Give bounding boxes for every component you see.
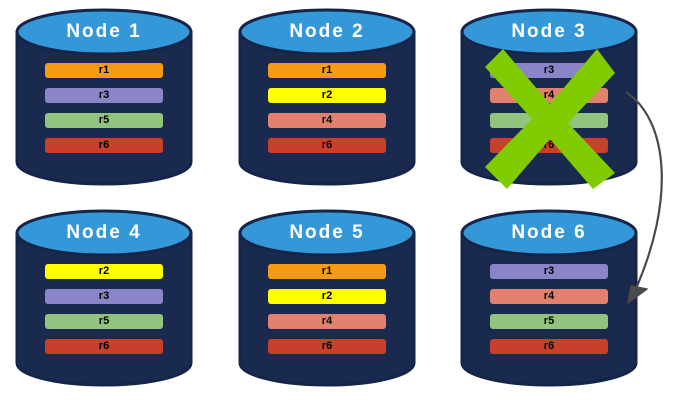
- replica-list: r3 r4 r5 r6: [490, 264, 608, 354]
- replica-list: r1 r3 r5 r6: [45, 63, 163, 153]
- replica-row[interactable]: r5: [490, 113, 608, 128]
- replica-list: r3 r4 r5 r6: [490, 63, 608, 153]
- replica-row[interactable]: r6: [45, 339, 163, 354]
- replica-row[interactable]: r4: [490, 289, 608, 304]
- replica-list: r1 r2 r4 r6: [268, 264, 386, 354]
- replica-row[interactable]: r2: [268, 88, 386, 103]
- node-cylinder-4[interactable]: Node 4 r2 r3 r5 r6: [15, 208, 193, 388]
- replica-row[interactable]: r6: [490, 339, 608, 354]
- node-cylinder-6[interactable]: Node 6 r3 r4 r5 r6: [460, 208, 638, 388]
- replica-row[interactable]: r5: [45, 113, 163, 128]
- replica-row[interactable]: r5: [45, 314, 163, 329]
- replica-row[interactable]: r6: [268, 339, 386, 354]
- replica-row[interactable]: r6: [45, 138, 163, 153]
- replica-row[interactable]: r1: [268, 264, 386, 279]
- node-cylinder-1[interactable]: Node 1 r1 r3 r5 r6: [15, 7, 193, 187]
- replica-row[interactable]: r2: [268, 289, 386, 304]
- replica-row[interactable]: r4: [268, 314, 386, 329]
- replica-row[interactable]: r1: [268, 63, 386, 78]
- replica-row[interactable]: r3: [490, 63, 608, 78]
- replica-row[interactable]: r3: [45, 88, 163, 103]
- replica-row[interactable]: r2: [45, 264, 163, 279]
- node-cylinder-3[interactable]: Node 3 r3 r4 r5 r6: [460, 7, 638, 189]
- replica-row[interactable]: r4: [268, 113, 386, 128]
- replica-row[interactable]: r6: [490, 138, 608, 153]
- replica-list: r1 r2 r4 r6: [268, 63, 386, 153]
- replica-row[interactable]: r1: [45, 63, 163, 78]
- replica-list: r2 r3 r5 r6: [45, 264, 163, 354]
- replica-row[interactable]: r4: [490, 88, 608, 103]
- node-cylinder-2[interactable]: Node 2 r1 r2 r4 r6: [238, 7, 416, 187]
- replica-row[interactable]: r3: [45, 289, 163, 304]
- replica-row[interactable]: r3: [490, 264, 608, 279]
- replica-row[interactable]: r5: [490, 314, 608, 329]
- replica-row[interactable]: r6: [268, 138, 386, 153]
- node-cylinder-5[interactable]: Node 5 r1 r2 r4 r6: [238, 208, 416, 388]
